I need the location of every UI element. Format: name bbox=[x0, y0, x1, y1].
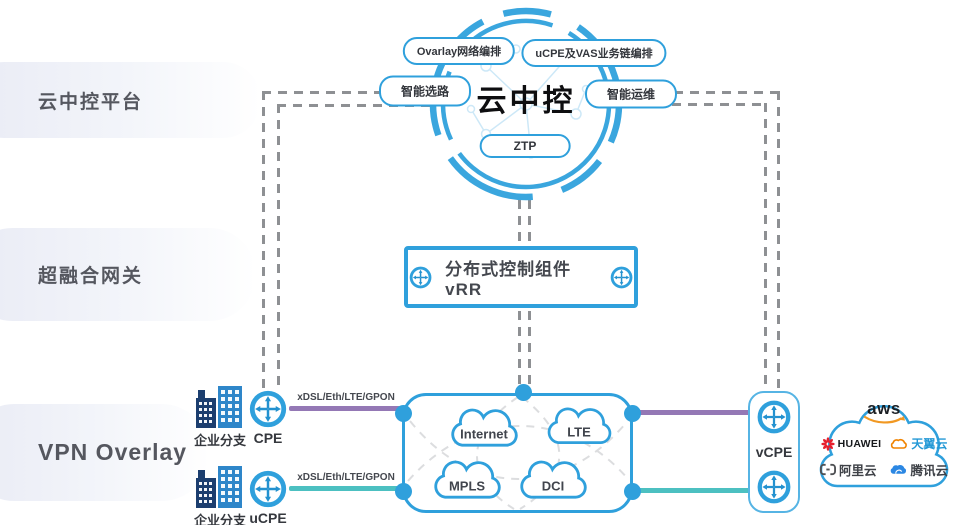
connection-dot bbox=[624, 405, 641, 422]
dashed-link-right-inner-v bbox=[764, 103, 767, 389]
site-label: 企业分支 bbox=[193, 433, 246, 448]
router-icon bbox=[409, 266, 432, 288]
layer-label-vpn-overlay: VPN Overlay bbox=[38, 439, 188, 465]
control-circle-title: 云中控 bbox=[476, 85, 576, 118]
pill-overlay-orchestration: Ovarlay网络编排 bbox=[402, 37, 516, 65]
cpe-label: CPE bbox=[253, 430, 283, 446]
cloud-mpls: MPLS bbox=[424, 459, 510, 507]
cloud-lte: LTE bbox=[540, 406, 618, 452]
dashed-link-center-top-a bbox=[518, 200, 521, 245]
provider-row-2: 阿里云 腾讯云 bbox=[810, 460, 958, 479]
dashed-link-right-inner-h bbox=[656, 103, 767, 106]
cloud-dci: DCI bbox=[513, 459, 593, 507]
provider-aws: aws bbox=[810, 400, 958, 425]
vrr-label: 分布式控制组件vRR bbox=[445, 259, 572, 299]
huawei-logo-text: HUAWEI bbox=[837, 437, 882, 450]
access-link-label: xDSL/Eth/LTE/GPON bbox=[297, 472, 395, 483]
enterprise-buildings-icon bbox=[196, 466, 242, 508]
provider-tencent: 腾讯云 bbox=[889, 460, 949, 479]
pill-smart-routing: 智能选路 bbox=[378, 75, 472, 107]
alibaba-bracket-icon bbox=[819, 463, 836, 476]
provider-huawei: HUAWEI bbox=[820, 436, 882, 451]
enterprise-buildings-icon bbox=[196, 386, 242, 428]
connection-dot bbox=[395, 405, 412, 422]
tencent-cloud-icon bbox=[890, 464, 906, 474]
layer-label-gateway: 超融合网关 bbox=[38, 266, 144, 287]
tianyi-logo-text: 天翼云 bbox=[911, 437, 948, 451]
vcpe-router-icon bbox=[757, 470, 791, 504]
access-link-label: xDSL/Eth/LTE/GPON bbox=[297, 392, 395, 403]
tencent-logo-text: 腾讯云 bbox=[910, 464, 949, 478]
cloud-label: LTE bbox=[567, 424, 591, 440]
cloud-internet: Internet bbox=[438, 407, 530, 455]
dashed-link-left-inner-h bbox=[277, 104, 430, 107]
pill-smart-ops: 智能运维 bbox=[584, 79, 678, 109]
cloud-label: Internet bbox=[460, 426, 508, 442]
access-line-purple bbox=[289, 406, 403, 411]
dashed-link-center-bottom-a bbox=[518, 311, 521, 385]
dashed-link-left-outer-v bbox=[262, 91, 265, 390]
layer-pill-vpn-overlay: VPN Overlay bbox=[0, 404, 210, 501]
provider-cloud-outline bbox=[819, 405, 949, 488]
alibaba-logo-text: 阿里云 bbox=[838, 464, 877, 478]
layer-pill-cloud-platform: 云中控平台 bbox=[0, 62, 261, 138]
ucpe-router-icon bbox=[249, 470, 287, 508]
overlay-line-purple bbox=[632, 410, 750, 415]
access-line-teal bbox=[289, 486, 403, 491]
vcpe-label: vCPE bbox=[755, 444, 793, 460]
dashed-link-center-bottom-b bbox=[528, 311, 531, 385]
cpe-router-icon bbox=[249, 390, 287, 428]
dashed-link-left-outer-h bbox=[262, 91, 382, 94]
aws-logo-text: aws bbox=[867, 399, 901, 418]
router-icon bbox=[610, 266, 633, 288]
public-cloud-providers: aws bbox=[810, 384, 958, 510]
cloud-label: DCI bbox=[541, 478, 565, 494]
tianyi-cloud-icon bbox=[891, 438, 908, 449]
aws-smile-icon bbox=[863, 415, 906, 424]
connection-dot bbox=[395, 483, 412, 500]
dashed-link-right-outer-v bbox=[777, 91, 780, 389]
provider-row-1: HUAWEI 天翼云 bbox=[810, 435, 958, 452]
dashed-link-center-top-b bbox=[528, 200, 531, 245]
layer-label-cloud-platform: 云中控平台 bbox=[38, 91, 144, 113]
site-label: 企业分支 bbox=[193, 513, 246, 525]
ucpe-label: uCPE bbox=[249, 510, 287, 525]
pill-ztp: ZTP bbox=[479, 134, 571, 158]
dashed-link-left-inner-v bbox=[277, 104, 280, 390]
huawei-flower-icon bbox=[820, 436, 835, 451]
cloud-label: MPLS bbox=[448, 478, 486, 494]
vcpe-box: vCPE bbox=[748, 391, 800, 513]
overlay-line-teal bbox=[632, 488, 750, 493]
connection-dot bbox=[624, 483, 641, 500]
provider-tianyi: 天翼云 bbox=[890, 435, 947, 452]
provider-alibaba: 阿里云 bbox=[819, 460, 877, 479]
dashed-link-right-outer-h bbox=[674, 91, 780, 94]
pill-ucpe-vas-chain: uCPE及VAS业务链编排 bbox=[521, 39, 667, 67]
vrr-box: 分布式控制组件vRR bbox=[404, 246, 638, 308]
connection-dot bbox=[515, 384, 532, 401]
layer-pill-gateway: 超融合网关 bbox=[0, 228, 256, 321]
vcpe-router-icon bbox=[757, 400, 791, 434]
